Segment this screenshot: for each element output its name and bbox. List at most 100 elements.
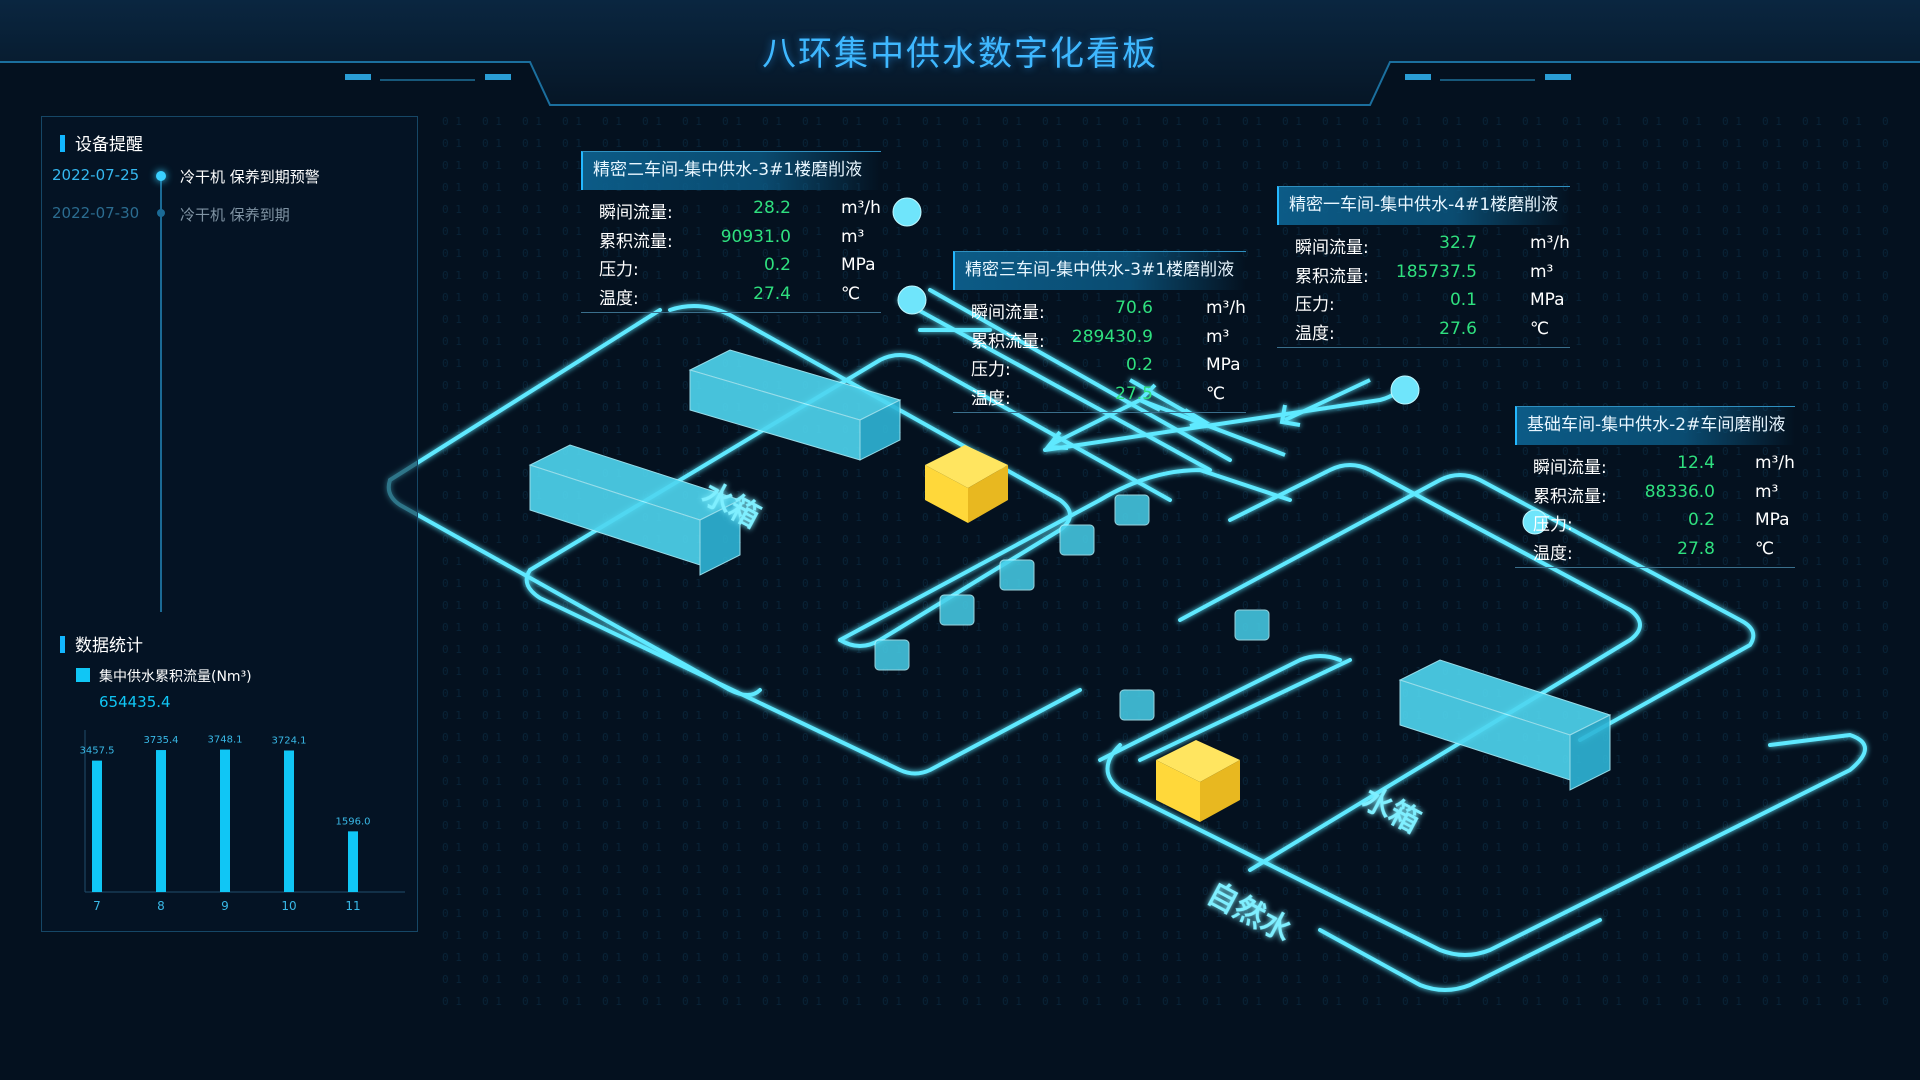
- chart-bar[interactable]: [156, 750, 166, 892]
- stats-section-title: 数据统计: [60, 631, 143, 656]
- metric-value: 0.2: [1687, 510, 1715, 530]
- metric-row: 累积流量: 185737.5 m³: [1277, 262, 1570, 291]
- tank-yellow-lower: [1156, 740, 1240, 822]
- metric-row: 温度:27.5℃: [953, 384, 1246, 413]
- metric-row: 温度: 27.4 ℃: [581, 284, 881, 313]
- metric-value: 88336.0: [1644, 481, 1715, 502]
- metric-label: 压力:: [971, 360, 1011, 380]
- metric-unit: MPa: [1755, 510, 1790, 530]
- metric-label: 温度:: [599, 288, 639, 309]
- metric-unit: m³/h: [1530, 233, 1570, 253]
- metric-unit: m³: [841, 226, 865, 247]
- metric-label: 累积流量:: [599, 231, 673, 252]
- header-frame: [0, 0, 1920, 105]
- metric-value: 0.2: [763, 255, 791, 275]
- timeline-dot: [157, 209, 165, 217]
- metric-value: 27.4: [753, 283, 791, 304]
- metric-label: 温度:: [1295, 323, 1335, 344]
- filter-unit-upper: [688, 349, 902, 461]
- metric-row: 压力: 0.2 MPa: [581, 255, 881, 284]
- metric-unit: MPa: [1206, 355, 1241, 375]
- card-title: 基础车间-集中供水-2#车间磨削液: [1515, 406, 1795, 445]
- metric-row: 累积流量: 289430.9 m³: [953, 327, 1246, 356]
- flow-arrows: [1043, 378, 1371, 457]
- metric-unit: ℃: [1755, 538, 1775, 559]
- pipe-network: [386, 288, 1867, 992]
- flow-meter-icons: [892, 197, 1548, 535]
- metric-unit: ℃: [1206, 383, 1226, 404]
- metric-label: 累积流量:: [1295, 266, 1369, 287]
- metric-row: 瞬间流量: 32.7 m³/h: [1277, 233, 1570, 262]
- metric-unit: m³: [1206, 326, 1230, 347]
- metric-value: 0.1: [1449, 290, 1477, 310]
- chart-tick-label: 9: [221, 899, 229, 913]
- stats-title-text: 数据统计: [75, 636, 143, 656]
- metric-row: 温度:27.6℃: [1277, 319, 1570, 348]
- chart-bar[interactable]: [220, 749, 230, 892]
- alert-text[interactable]: 冷干机 保养到期: [180, 206, 290, 224]
- metric-value: 90931.0: [720, 226, 791, 247]
- metric-label: 压力:: [599, 260, 639, 280]
- alert-date: 2022-07-30: [52, 204, 140, 222]
- metric-unit: m³/h: [841, 198, 881, 218]
- legend-swatch: [76, 668, 90, 682]
- metric-label: 瞬间流量:: [1295, 238, 1369, 258]
- filter-unit-right: [1398, 659, 1612, 791]
- metric-value: 289430.9: [1071, 326, 1153, 347]
- metric-label: 瞬间流量:: [971, 303, 1045, 323]
- legend-label: 集中供水累积流量(Nm³): [99, 669, 252, 685]
- tank-yellow-upper: [925, 445, 1008, 523]
- pump-cluster: [874, 494, 1270, 721]
- metric-unit: m³: [1530, 261, 1554, 282]
- stats-total: 654435.4: [99, 693, 171, 711]
- chart-tick-label: 7: [93, 899, 101, 913]
- metric-unit: ℃: [1530, 318, 1550, 339]
- page-title: 八环集中供水数字化看板: [762, 34, 1158, 74]
- metric-unit: m³: [1755, 481, 1779, 502]
- metric-value: 12.4: [1677, 453, 1715, 473]
- metric-label: 瞬间流量:: [1533, 458, 1607, 478]
- chart-bar[interactable]: [348, 831, 358, 892]
- filter-unit-left: [528, 444, 742, 576]
- chart-value-label: 1596.0: [336, 816, 371, 827]
- chart-value-label: 3457.5: [80, 746, 115, 757]
- alert-date: 2022-07-25: [52, 166, 140, 184]
- metric-value: 185737.5: [1395, 261, 1477, 282]
- metric-label: 累积流量:: [971, 331, 1045, 352]
- chart-tick-label: 11: [345, 899, 360, 913]
- metric-value: 70.6: [1115, 298, 1153, 318]
- metric-unit: ℃: [841, 283, 861, 304]
- chart-bar[interactable]: [284, 750, 294, 892]
- metric-label: 温度:: [1533, 543, 1573, 564]
- metric-unit: MPa: [841, 255, 876, 275]
- card-title: 精密三车间-集中供水-3#1楼磨削液: [953, 251, 1246, 290]
- alert-text[interactable]: 冷干机 保养到期预警: [180, 168, 320, 186]
- chart-tick-label: 10: [281, 899, 296, 913]
- metric-label: 温度:: [971, 388, 1011, 409]
- metric-value: 28.2: [753, 198, 791, 218]
- chart-bar[interactable]: [92, 760, 102, 892]
- metric-label: 压力:: [1295, 295, 1335, 315]
- chart-value-label: 3735.4: [144, 735, 179, 746]
- metric-unit: m³/h: [1755, 453, 1795, 473]
- header-ornament-left: [345, 74, 511, 81]
- metric-unit: MPa: [1530, 290, 1565, 310]
- timeline-dot-active: [156, 171, 166, 181]
- metric-row: 温度: 27.8 ℃: [1515, 539, 1795, 568]
- chart-value-label: 3748.1: [208, 735, 243, 746]
- alert-timeline: [160, 176, 162, 612]
- alerts-title-text: 设备提醒: [75, 135, 143, 155]
- metric-value: 32.7: [1439, 233, 1477, 253]
- chart-value-label: 3724.1: [272, 735, 307, 746]
- header-ornament-right: [1405, 74, 1571, 81]
- metric-value: 27.8: [1677, 538, 1715, 559]
- card-title: 精密二车间-集中供水-3#1楼磨削液: [581, 151, 881, 190]
- metric-value: 0.2: [1125, 355, 1153, 375]
